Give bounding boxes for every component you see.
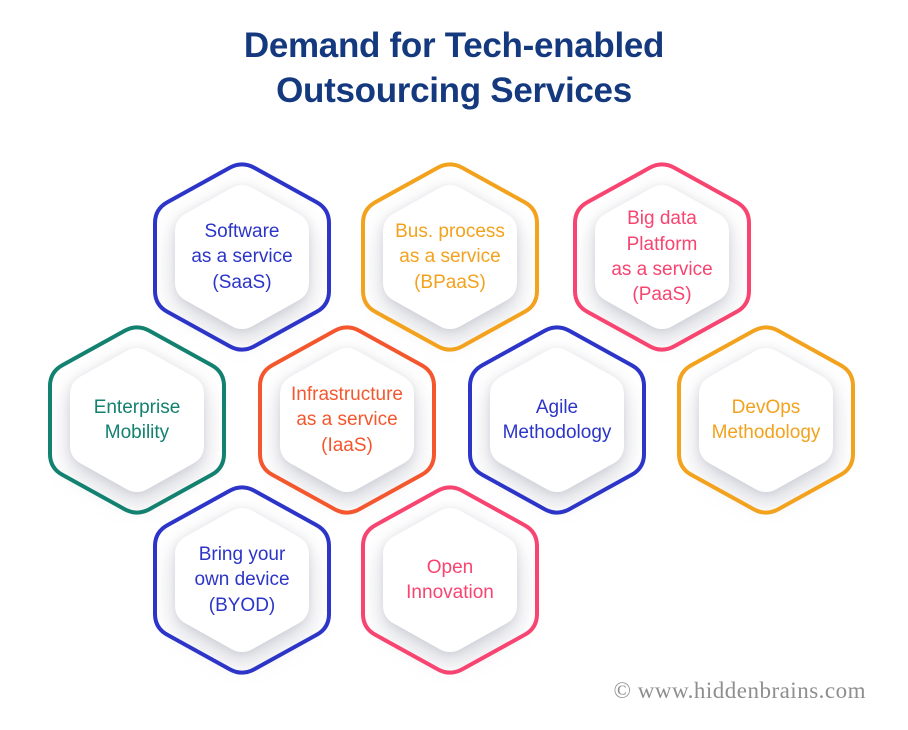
hexagon-inner-card — [383, 507, 517, 653]
hexagon-inner-card — [490, 347, 624, 493]
hexagon-inner-card — [280, 347, 414, 493]
hexagon-shape-saas — [153, 162, 331, 352]
hexagon-outline — [361, 485, 539, 675]
hexagon-inner-card — [70, 347, 204, 493]
hexagon-outline — [361, 162, 539, 352]
hexagon-shape-byod — [153, 485, 331, 675]
hexagon-shape-paas — [573, 162, 751, 352]
hexagon-outline — [677, 325, 855, 515]
hexagon-shape-iaas — [258, 325, 436, 515]
hexagon-inner-card — [175, 184, 309, 330]
hexagon-open-innovation: Open Innovation — [340, 465, 560, 695]
hexagon-outline — [258, 325, 436, 515]
hexagon-outline — [153, 162, 331, 352]
hexagon-inner-card — [383, 184, 517, 330]
hexagon-devops-methodology: DevOps Methodology — [656, 305, 876, 535]
hexagon-outline — [48, 325, 226, 515]
page-title: Demand for Tech-enabled Outsourcing Serv… — [243, 26, 665, 110]
hexagon-outline — [468, 325, 646, 515]
hexagon-shape-devops-methodology — [677, 325, 855, 515]
hexagon-outline — [573, 162, 751, 352]
hexagon-shape-agile-methodology — [468, 325, 646, 515]
hexagon-inner-card — [595, 184, 729, 330]
hexagon-shape-bpaas — [361, 162, 539, 352]
hexagon-inner-card — [699, 347, 833, 493]
hexagon-inner-card — [175, 507, 309, 653]
hexagon-outline — [153, 485, 331, 675]
hexagon-shape-open-innovation — [361, 485, 539, 675]
watermark: © www.hiddenbrains.com — [613, 678, 866, 703]
hexagon-byod: Bring your own device (BYOD) — [132, 465, 352, 695]
hexagon-shape-enterprise-mobility — [48, 325, 226, 515]
